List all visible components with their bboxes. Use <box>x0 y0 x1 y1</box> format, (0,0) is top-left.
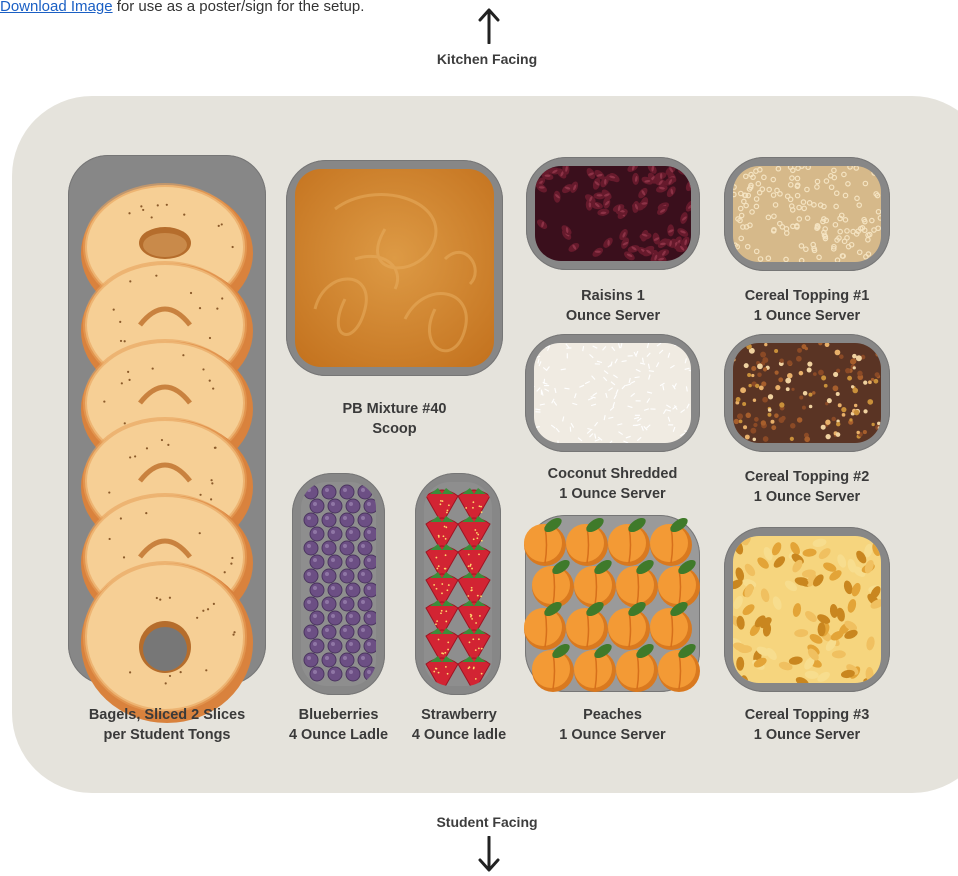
cereal1-tray <box>724 157 890 271</box>
peaches-label: Peaches 1 Ounce Server <box>525 705 700 745</box>
pb-mixture-image <box>295 169 494 367</box>
cereal2-label: Cereal Topping #2 1 Ounce Server <box>712 467 902 507</box>
blueberries-label: Blueberries 4 Ounce Ladle <box>270 705 407 745</box>
blueberries-tray <box>292 473 385 695</box>
cereal-topping-3-image <box>733 536 881 683</box>
coconut-label-line1: Coconut Shredded <box>516 464 709 484</box>
bagels-label-line2: per Student Tongs <box>58 725 276 745</box>
download-caption-text: for use as a poster/sign for the setup. <box>113 0 365 15</box>
blueberries-label-line1: Blueberries <box>270 705 407 725</box>
bagels-label: Bagels, Sliced 2 Slices per Student Tong… <box>58 705 276 745</box>
arrow-down-icon <box>477 836 501 872</box>
cereal2-label-line1: Cereal Topping #2 <box>712 467 902 487</box>
blueberries-label-line2: 4 Ounce Ladle <box>270 725 407 745</box>
strawberry-label-line1: Strawberry <box>400 705 518 725</box>
cereal1-label-line1: Cereal Topping #1 <box>712 286 902 306</box>
raisins-tray <box>526 157 700 270</box>
cereal-topping-1-image <box>733 166 881 262</box>
kitchen-facing-label: Kitchen Facing <box>387 51 587 67</box>
bagels-label-line1: Bagels, Sliced 2 Slices <box>58 705 276 725</box>
strawberry-tray <box>415 473 501 695</box>
pb-label: PB Mixture #40 Scoop <box>296 399 493 439</box>
strawberry-label-line2: 4 Ounce ladle <box>400 725 518 745</box>
peaches-image <box>521 511 707 697</box>
coconut-label-line2: 1 Ounce Server <box>516 484 709 504</box>
cereal3-label-line2: 1 Ounce Server <box>712 725 902 745</box>
strawberry-image <box>424 482 492 686</box>
raisins-image <box>535 166 691 261</box>
bagels-image <box>68 155 266 685</box>
cereal-topping-2-image <box>733 343 881 443</box>
pb-label-line2: Scoop <box>296 419 493 439</box>
cereal1-label: Cereal Topping #1 1 Ounce Server <box>712 286 902 326</box>
cereal3-label: Cereal Topping #3 1 Ounce Server <box>712 705 902 745</box>
raisins-label-line2: Ounce Server <box>526 306 700 326</box>
download-image-link[interactable]: Download Image <box>0 0 113 15</box>
blueberries-image <box>301 482 376 686</box>
strawberry-label: Strawberry 4 Ounce ladle <box>400 705 518 745</box>
raisins-label-line1: Raisins 1 <box>526 286 700 306</box>
cereal3-label-line1: Cereal Topping #3 <box>712 705 902 725</box>
raisins-label: Raisins 1 Ounce Server <box>526 286 700 326</box>
coconut-image <box>534 343 691 443</box>
peaches-label-line2: 1 Ounce Server <box>525 725 700 745</box>
student-facing-label: Student Facing <box>387 814 587 830</box>
cereal2-label-line2: 1 Ounce Server <box>712 487 902 507</box>
peaches-tray <box>525 515 700 692</box>
cereal3-tray <box>724 527 890 692</box>
cereal2-tray <box>724 334 890 452</box>
download-caption: Download Image for use as a poster/sign … <box>0 0 340 15</box>
bagels-tray <box>68 155 266 685</box>
cereal1-label-line2: 1 Ounce Server <box>712 306 902 326</box>
arrow-up-icon <box>477 8 501 44</box>
coconut-label: Coconut Shredded 1 Ounce Server <box>516 464 709 504</box>
pb-label-line1: PB Mixture #40 <box>296 399 493 419</box>
coconut-tray <box>525 334 700 452</box>
peaches-label-line1: Peaches <box>525 705 700 725</box>
pb-tray <box>286 160 503 376</box>
